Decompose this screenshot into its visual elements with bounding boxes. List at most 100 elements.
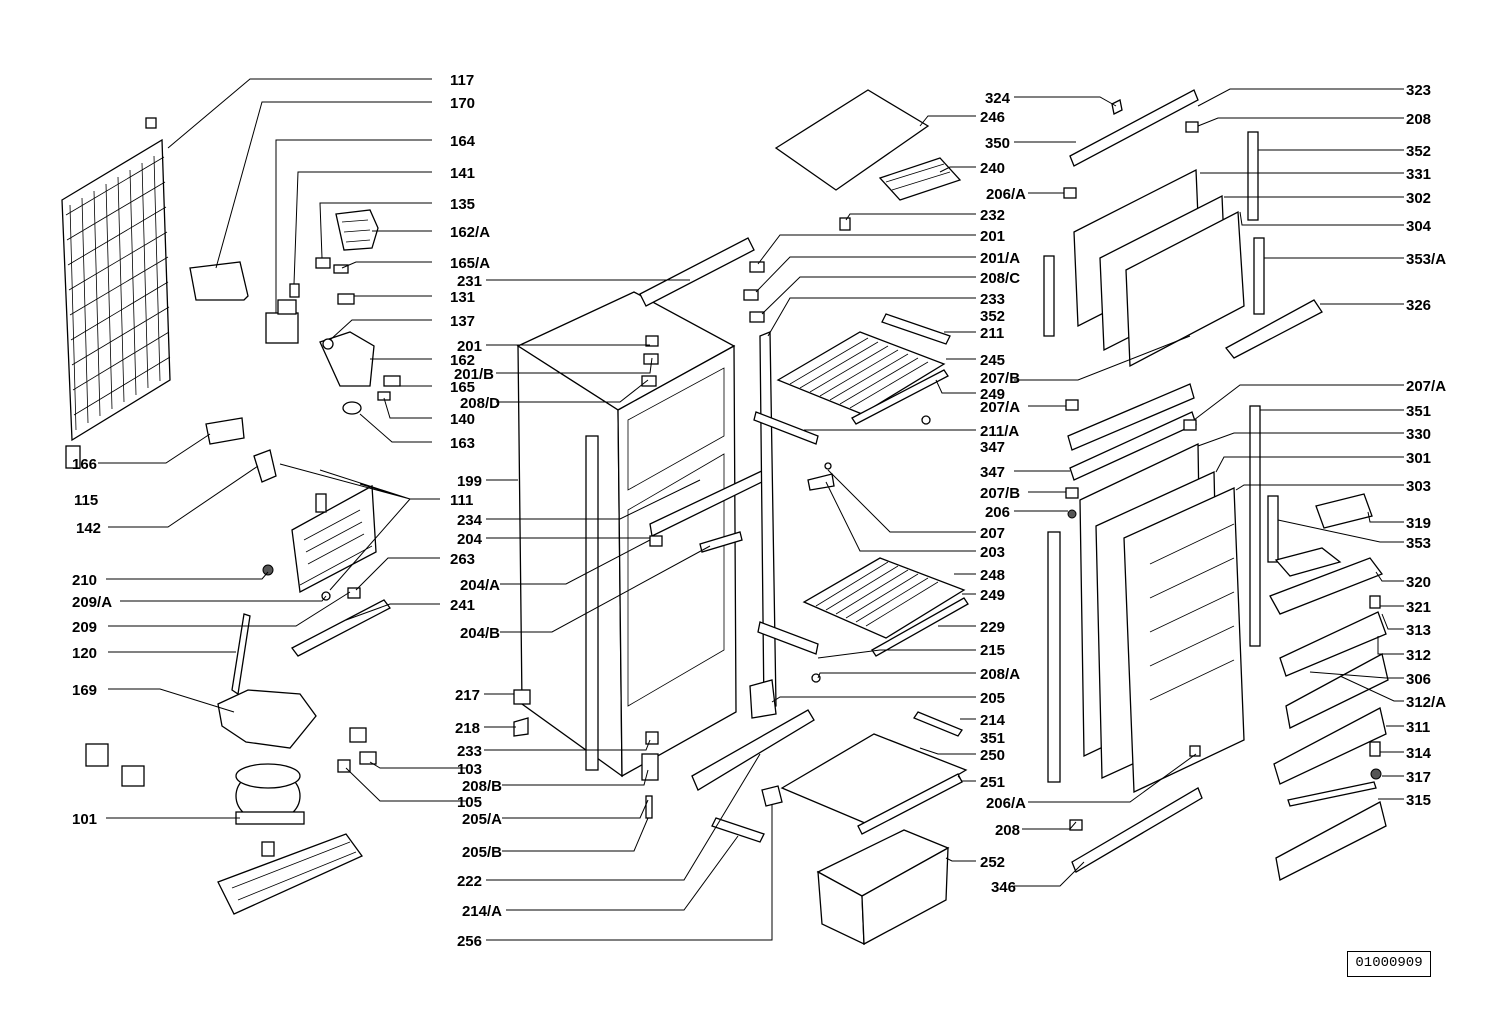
callout-351-right: 351 — [1406, 403, 1431, 420]
center-strut-drawing — [743, 261, 819, 719]
callout-250: 250 — [980, 747, 1005, 764]
callout-311: 311 — [1406, 719, 1430, 736]
callout-169: 169 — [72, 682, 97, 699]
callout-314: 314 — [1406, 745, 1432, 762]
callout-232: 232 — [980, 207, 1005, 224]
crisper-drawer-drawing — [780, 733, 968, 946]
cabinet-drawing — [513, 237, 771, 819]
callout-208b: 208/B — [462, 778, 502, 795]
callout-231: 231 — [457, 273, 482, 290]
callout-117: 117 — [450, 72, 474, 89]
callout-199: 199 — [457, 473, 482, 490]
callout-209a: 209/A — [72, 594, 112, 611]
callout-353: 353 — [1406, 535, 1431, 552]
callout-248: 248 — [980, 567, 1005, 584]
callout-301: 301 — [1406, 450, 1431, 467]
callout-218: 218 — [455, 720, 480, 737]
callout-101: 101 — [72, 811, 97, 828]
callout-204: 204 — [457, 531, 483, 548]
callout-137: 137 — [450, 313, 475, 330]
callout-331: 331 — [1406, 166, 1431, 183]
callout-201a: 201/A — [980, 250, 1020, 267]
callout-252: 252 — [980, 854, 1005, 871]
callout-350: 350 — [985, 135, 1010, 152]
freezer-door-drawing — [1043, 89, 1323, 368]
callout-245: 245 — [980, 352, 1005, 369]
callout-165a: 165/A — [450, 255, 490, 272]
clip-263-drawing — [347, 587, 361, 599]
callout-201-strut: 201 — [980, 228, 1005, 245]
callout-164: 164 — [450, 133, 476, 150]
callout-140: 140 — [450, 411, 475, 428]
glass-shelves-drawing — [776, 313, 969, 737]
callout-208a: 208/A — [980, 666, 1020, 683]
callout-326: 326 — [1406, 297, 1431, 314]
callout-141: 141 — [450, 165, 475, 182]
callout-215: 215 — [980, 642, 1005, 659]
callout-206a-bot: 206/A — [986, 795, 1026, 812]
door-bins-drawing — [1269, 493, 1389, 881]
callout-351-left: 351 — [980, 730, 1005, 747]
callout-315: 315 — [1406, 792, 1431, 809]
rail-241-drawing — [291, 599, 391, 657]
callout-217: 217 — [455, 687, 480, 704]
evaporator-plate-drawing — [205, 417, 377, 594]
callout-229: 229 — [980, 619, 1005, 636]
callout-207b-bot: 207/B — [980, 485, 1020, 502]
callout-249-top: 249 — [980, 386, 1005, 403]
callout-320: 320 — [1406, 574, 1431, 591]
callout-163: 163 — [450, 435, 475, 452]
condenser-coil-drawing — [61, 117, 171, 469]
callout-208-bot: 208 — [995, 822, 1020, 839]
callout-211: 211 — [980, 325, 1004, 342]
callout-319: 319 — [1406, 515, 1431, 532]
callout-353a: 353/A — [1406, 251, 1446, 268]
thermostat-housing-drawing — [265, 283, 300, 344]
callout-303: 303 — [1406, 478, 1431, 495]
callout-204b: 204/B — [460, 625, 500, 642]
callout-312a: 312/A — [1406, 694, 1446, 711]
callout-240: 240 — [980, 160, 1005, 177]
callout-135: 135 — [450, 196, 475, 213]
callout-256: 256 — [457, 933, 482, 950]
callout-214a: 214/A — [462, 903, 502, 920]
rail-214a-drawing — [711, 817, 765, 843]
switch-cluster-drawing — [315, 209, 401, 415]
callout-352-left: 352 — [980, 308, 1005, 325]
callout-234: 234 — [457, 512, 483, 529]
callout-205a: 205/A — [462, 811, 502, 828]
callout-103: 103 — [457, 761, 482, 778]
callout-201-cab: 201 — [457, 338, 482, 355]
callout-162: 162 — [450, 352, 475, 369]
callout-207: 207 — [980, 525, 1005, 542]
callout-323: 323 — [1406, 82, 1431, 99]
callout-324: 324 — [985, 90, 1011, 107]
callout-207a-right: 207/A — [1406, 378, 1446, 395]
callout-205: 205 — [980, 690, 1005, 707]
callout-203: 203 — [980, 544, 1005, 561]
callout-labels: 117 170 164 141 135 162/A 165/A 131 137 … — [72, 72, 1446, 950]
callout-352-right: 352 — [1406, 143, 1431, 160]
callout-302: 302 — [1406, 190, 1431, 207]
hinge-256-drawing — [761, 785, 783, 807]
callout-165: 165 — [450, 379, 475, 396]
callout-263: 263 — [450, 551, 475, 568]
cover-222-drawing — [691, 709, 815, 791]
callout-233-strut: 233 — [980, 291, 1005, 308]
callout-208d: 208/D — [460, 395, 500, 412]
callout-170: 170 — [450, 95, 475, 112]
callout-207b-top: 207/B — [980, 370, 1020, 387]
callout-162a: 162/A — [450, 224, 490, 241]
callout-321: 321 — [1406, 599, 1431, 616]
freezer-shelf-drawing — [774, 89, 962, 231]
diagram-code-box: 01000909 — [1347, 951, 1431, 977]
fridge-door-drawing — [1047, 383, 1279, 873]
callout-222: 222 — [457, 873, 482, 890]
leader-lines — [98, 78, 1404, 941]
callout-208-top: 208 — [1406, 111, 1431, 128]
callout-306: 306 — [1406, 671, 1431, 688]
callout-214: 214 — [980, 712, 1006, 729]
callout-233-cab: 233 — [457, 743, 482, 760]
callout-111: 111 — [450, 492, 473, 509]
